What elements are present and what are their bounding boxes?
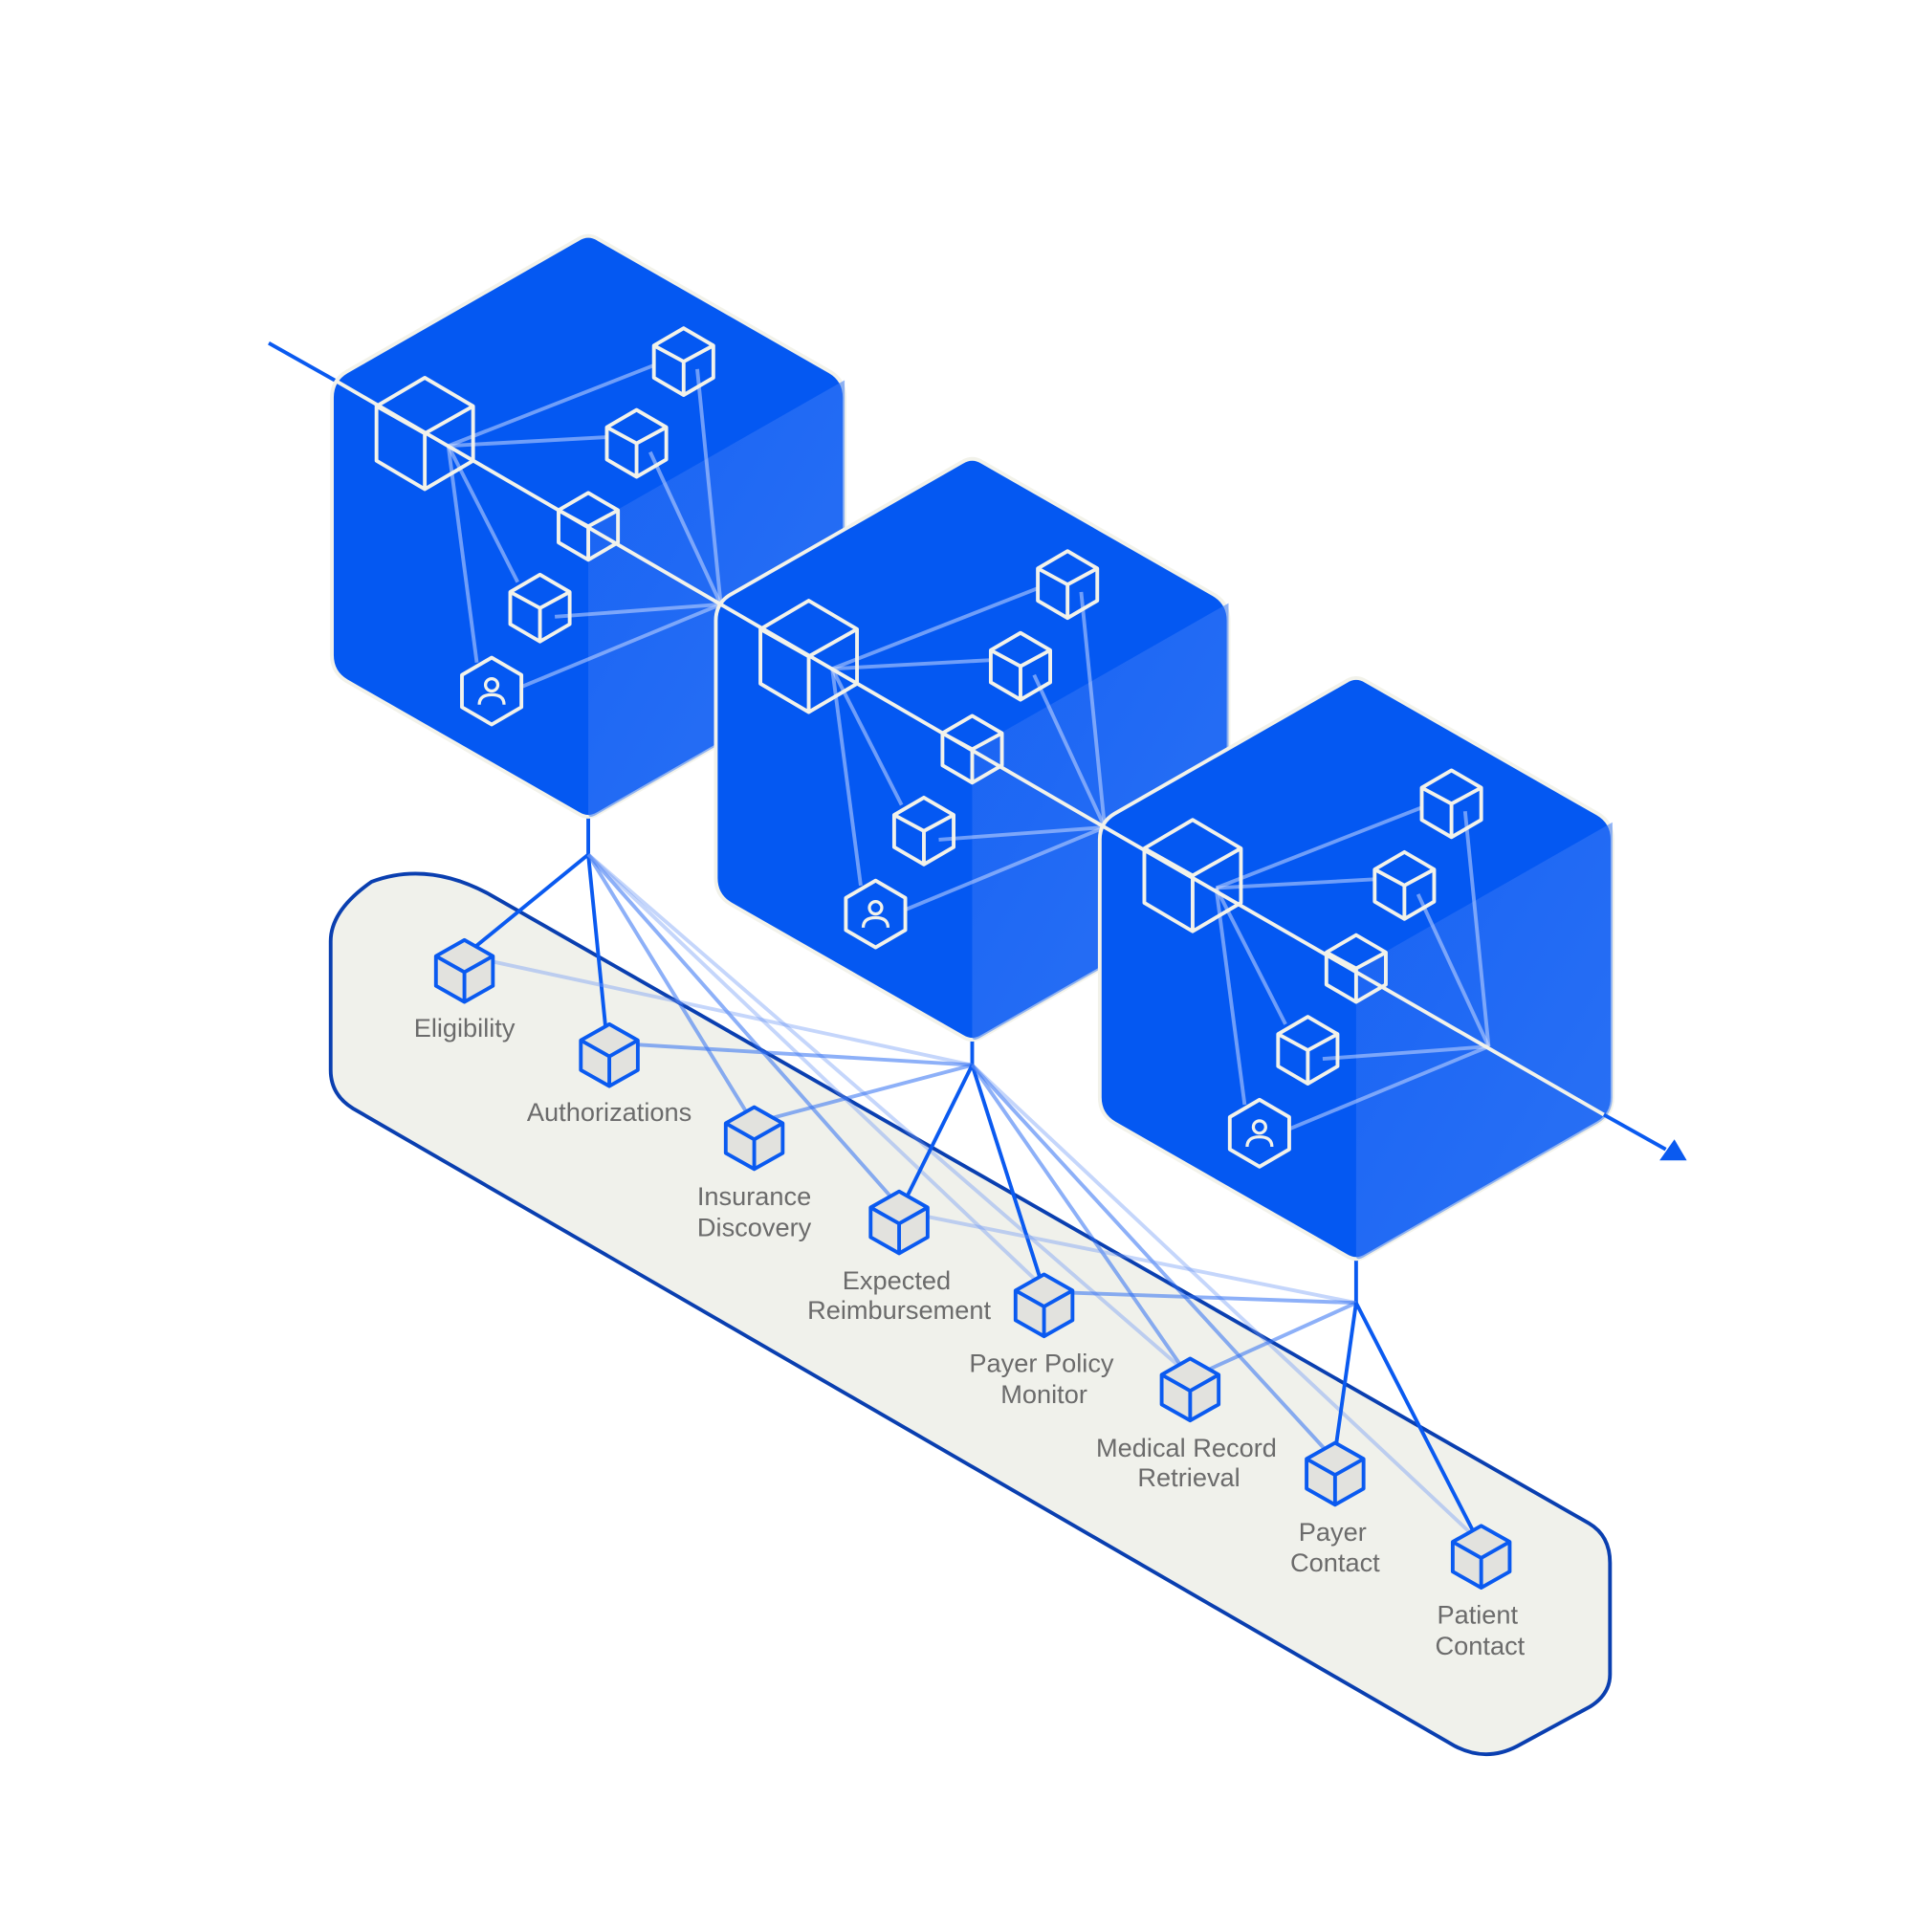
services-tray xyxy=(328,871,1613,1757)
block-2-service-connectors xyxy=(466,954,1482,1544)
service-label: Expected xyxy=(843,1265,951,1295)
service-label: Medical Record xyxy=(1096,1433,1277,1462)
service-insurance-discovery[interactable]: Insurance Discovery xyxy=(697,1105,812,1242)
block-1-service-connectors xyxy=(465,815,1191,1376)
service-label: Contact xyxy=(1290,1548,1380,1577)
service-label: Eligibility xyxy=(414,1013,516,1043)
service-cube-icon xyxy=(868,1189,930,1256)
service-cube-icon xyxy=(579,1021,640,1088)
service-medical-record-retrieval[interactable]: Medical Record Retrieval xyxy=(1096,1356,1277,1492)
service-cube-icon xyxy=(1305,1440,1366,1507)
arrow-right-down-icon xyxy=(1602,1112,1687,1161)
service-label: Payer xyxy=(1299,1517,1367,1547)
block-3-service-connectors xyxy=(899,1209,1482,1546)
service-label: Patient xyxy=(1437,1600,1518,1630)
service-authorizations[interactable]: Authorizations xyxy=(527,1021,692,1127)
service-cube-icon xyxy=(1159,1356,1221,1423)
service-label: Monitor xyxy=(1000,1379,1087,1409)
service-eligibility[interactable]: Eligibility xyxy=(414,937,516,1043)
flow-line-in xyxy=(268,340,339,384)
block-3[interactable] xyxy=(1097,676,1614,1262)
service-label: Reimbursement xyxy=(807,1295,991,1325)
service-label: Contact xyxy=(1436,1631,1526,1660)
service-label: Insurance xyxy=(697,1181,811,1211)
block-1[interactable] xyxy=(330,233,847,819)
service-cube-icon xyxy=(723,1105,785,1172)
service-payer-policy-monitor[interactable]: Payer Policy Monitor xyxy=(969,1272,1114,1409)
service-cube-icon xyxy=(1450,1524,1512,1590)
service-payer-contact[interactable]: Payer Contact xyxy=(1290,1440,1380,1578)
block-2[interactable] xyxy=(714,456,1231,1042)
service-expected-reimbursement[interactable]: Expected Reimbursement xyxy=(807,1189,991,1325)
service-label: Discovery xyxy=(697,1212,812,1241)
service-label: Payer Policy xyxy=(969,1349,1114,1378)
service-label: Authorizations xyxy=(527,1097,692,1127)
service-cube-icon xyxy=(433,937,495,1004)
service-patient-contact[interactable]: Patient Contact xyxy=(1436,1524,1526,1660)
service-cube-icon xyxy=(1013,1272,1075,1339)
service-label: Retrieval xyxy=(1137,1462,1240,1492)
